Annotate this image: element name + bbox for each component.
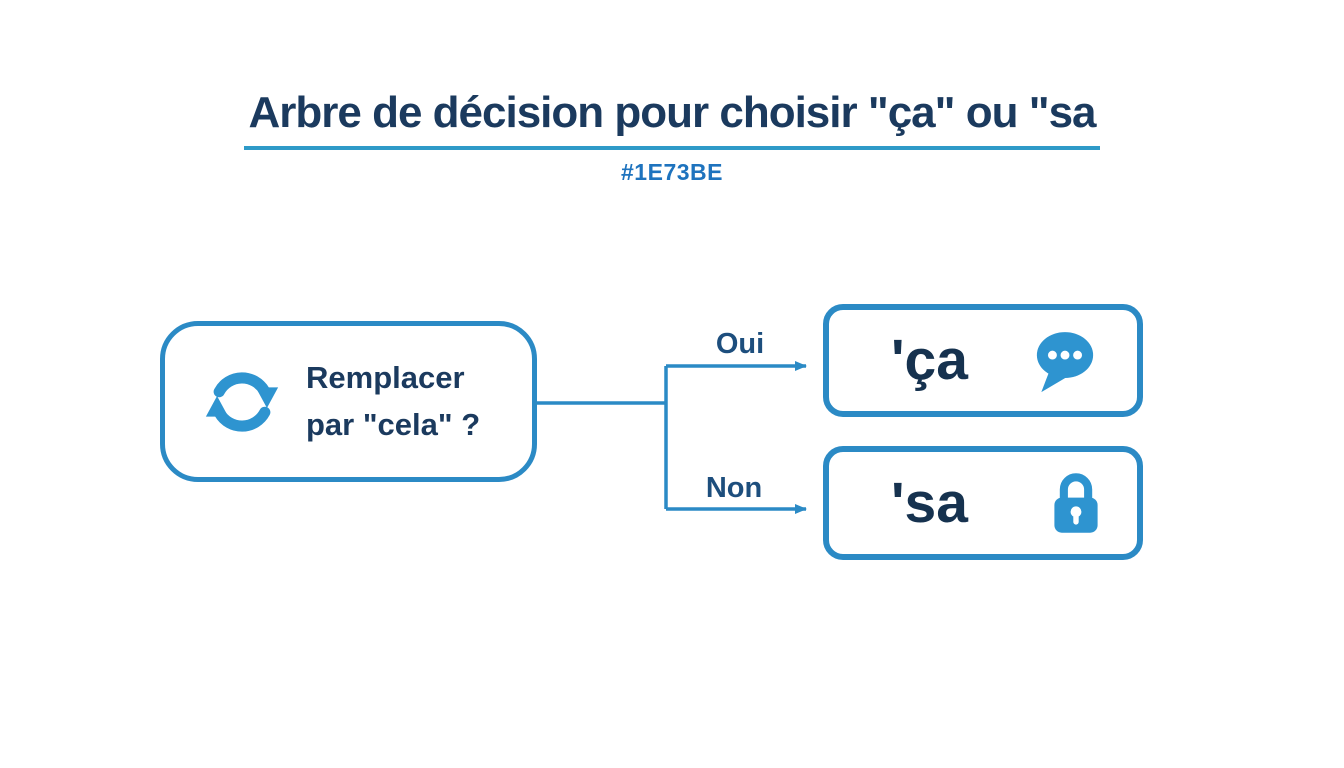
refresh-icon — [205, 371, 279, 432]
speech-bubble-icon — [1036, 331, 1094, 392]
result-label-ca: 'ça — [891, 328, 968, 392]
branch-label-non: Non — [705, 472, 763, 504]
root-question-line2: par "cela" ? — [306, 406, 481, 442]
header: Arbre de décision pour choisir "ça" ou "… — [0, 89, 1344, 186]
result-label-sa: 'sa — [891, 470, 968, 535]
color-code-label: #1E73BE — [621, 159, 723, 186]
page-title: Arbre de décision pour choisir "ça" ou "… — [244, 89, 1100, 151]
lock-icon — [1054, 473, 1098, 533]
result-node-sa: 'sa — [823, 446, 1143, 560]
branch-label-oui: Oui — [715, 328, 765, 360]
result-node-ca: 'ça — [823, 304, 1143, 417]
root-question-node: Remplacer par "cela" ? — [160, 321, 537, 482]
root-question-label: Remplacer par "cela" ? — [306, 355, 480, 448]
root-question-line1: Remplacer — [306, 360, 465, 395]
